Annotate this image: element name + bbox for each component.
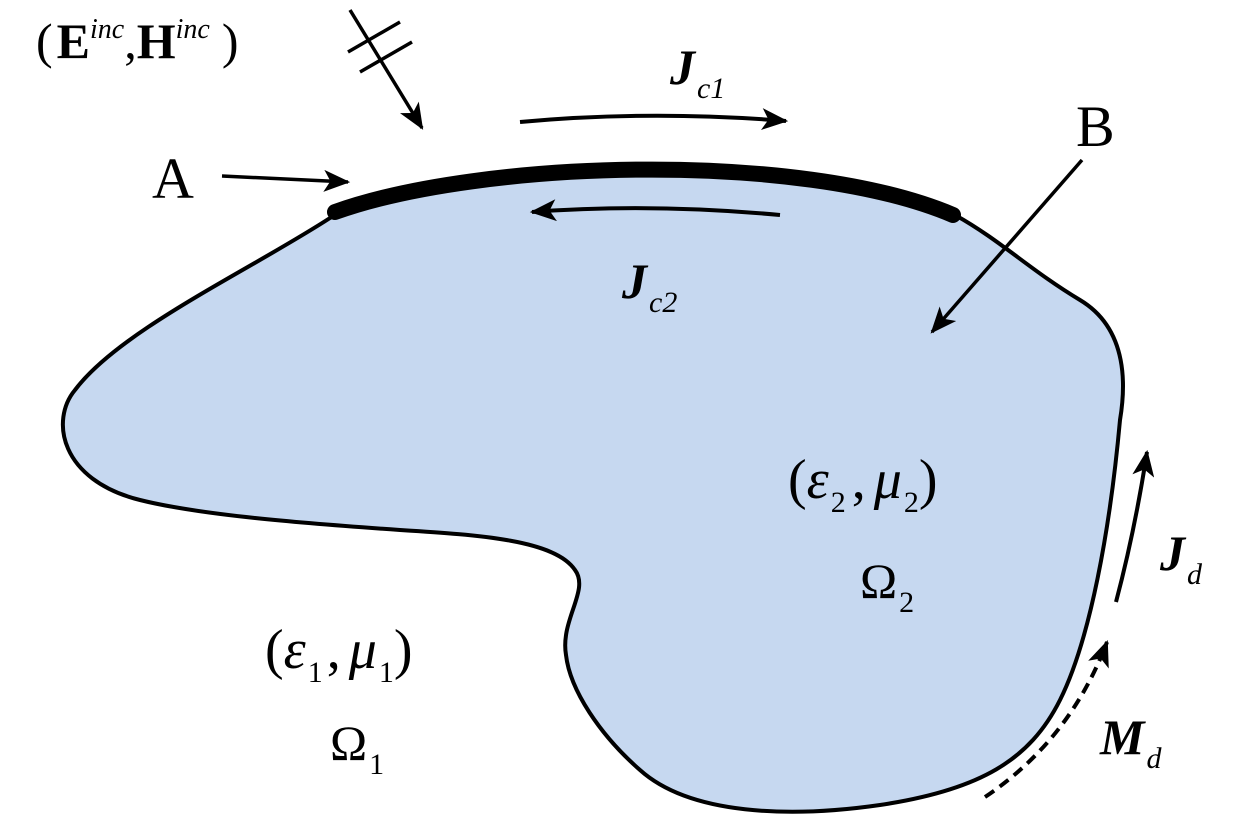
current-jc1-arrow (519, 108, 789, 131)
incident-field-label: (Einc,Hinc) (36, 13, 239, 69)
region1-params: (ε1,μ1) (265, 619, 413, 689)
label-jc2: Jc2 (622, 253, 678, 319)
incident-slash-1 (347, 20, 401, 54)
conductor-a-arc (327, 161, 961, 223)
pointer-arrow-b (930, 158, 1084, 334)
current-md-arrow (983, 639, 1109, 799)
region-omega2-shape (60, 168, 1126, 814)
label-jc1: Jc1 (670, 39, 726, 105)
label-a: A (152, 146, 194, 211)
label-b: B (1076, 94, 1115, 159)
incident-slash-2 (359, 40, 413, 74)
current-jc2-arrow (529, 199, 781, 222)
incident-wave-arrow (348, 9, 424, 130)
pointer-arrow-a (221, 169, 351, 192)
region2-params: (ε2,μ2) (788, 449, 938, 519)
label-md: Md (1100, 709, 1162, 775)
region1-omega: Ω1 (330, 715, 385, 781)
current-jd-arrow (1114, 449, 1155, 603)
label-jd: Jd (1160, 525, 1202, 591)
region2-omega: Ω2 (860, 553, 915, 619)
